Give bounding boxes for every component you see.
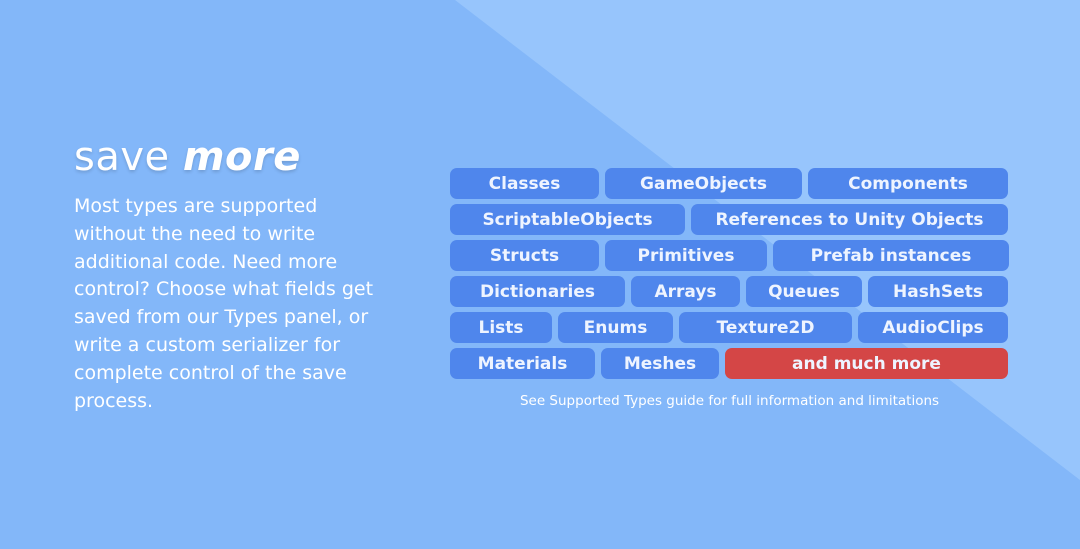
tag-texture2d[interactable]: Texture2D [679,312,852,343]
tag-dictionaries[interactable]: Dictionaries [450,276,625,307]
heading-emphasis: more [182,134,301,180]
tag-materials[interactable]: Materials [450,348,595,379]
tag-primitives[interactable]: Primitives [605,240,767,271]
heading-plain: save [74,134,170,180]
tag-queues[interactable]: Queues [746,276,862,307]
tag-audioclips[interactable]: AudioClips [858,312,1008,343]
tag-row: Structs Primitives Prefab instances [450,240,1009,271]
tag-row: ScriptableObjects References to Unity Ob… [450,204,1009,235]
tag-hashsets[interactable]: HashSets [868,276,1008,307]
tag-row: Lists Enums Texture2D AudioClips [450,312,1009,343]
tag-gameobjects[interactable]: GameObjects [605,168,802,199]
tag-scriptableobjects[interactable]: ScriptableObjects [450,204,685,235]
tag-row: Classes GameObjects Components [450,168,1009,199]
tag-row: Dictionaries Arrays Queues HashSets [450,276,1009,307]
tag-and-much-more[interactable]: and much more [725,348,1008,379]
tag-prefab-instances[interactable]: Prefab instances [773,240,1009,271]
tag-lists[interactable]: Lists [450,312,552,343]
supported-types-grid: Classes GameObjects Components Scriptabl… [450,168,1009,384]
tag-meshes[interactable]: Meshes [601,348,719,379]
tag-unity-object-references[interactable]: References to Unity Objects [691,204,1008,235]
tag-row: Materials Meshes and much more [450,348,1009,379]
description: Most types are supported without the nee… [74,195,374,412]
supported-types-note[interactable]: See Supported Types guide for full infor… [519,393,940,409]
tag-classes[interactable]: Classes [450,168,599,199]
tag-structs[interactable]: Structs [450,240,599,271]
tag-enums[interactable]: Enums [558,312,673,343]
tag-components[interactable]: Components [808,168,1008,199]
section-heading: save more [74,134,301,180]
tag-arrays[interactable]: Arrays [631,276,740,307]
